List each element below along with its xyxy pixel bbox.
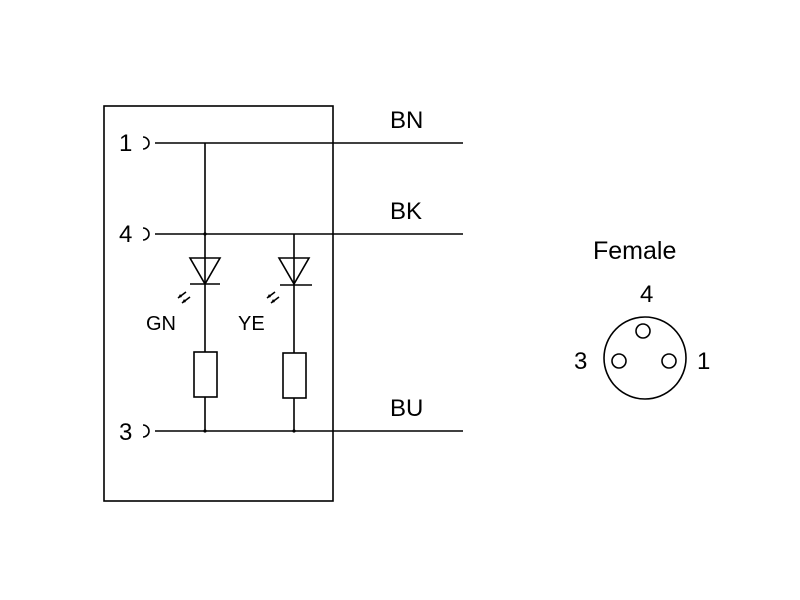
connector-socket-1 xyxy=(661,353,677,369)
yellow-led-label: YE xyxy=(238,313,265,335)
wire-bu-label: BU xyxy=(390,395,423,422)
green-led-icon xyxy=(177,257,222,304)
wire-bk-label: BK xyxy=(390,198,422,225)
pin-3-label: 3 xyxy=(119,419,132,446)
connector-pin-1-label: 1 xyxy=(697,348,710,375)
junction-dot xyxy=(292,429,296,433)
pin-4-label: 4 xyxy=(119,221,132,248)
female-connector-face-icon xyxy=(603,316,687,400)
connector-socket-4 xyxy=(635,323,651,339)
pin-3-socket-icon xyxy=(142,424,150,438)
connector-title: Female xyxy=(593,237,676,265)
wire-bn-label: BN xyxy=(390,107,423,134)
green-led-label: GN xyxy=(146,313,176,335)
pin-4-socket-icon xyxy=(142,227,150,241)
connector-socket-3 xyxy=(611,353,627,369)
green-resistor-icon xyxy=(193,351,218,398)
yellow-resistor-icon xyxy=(282,352,307,399)
pin-1-label: 1 xyxy=(119,130,132,157)
yellow-led-icon xyxy=(266,257,312,304)
pin-1-socket-icon xyxy=(142,136,150,150)
junction-dot xyxy=(203,232,207,236)
junction-dot xyxy=(203,429,207,433)
sensor-housing xyxy=(103,105,334,502)
connector-pin-3-label: 3 xyxy=(574,348,587,375)
connector-pin-4-label: 4 xyxy=(640,281,653,308)
